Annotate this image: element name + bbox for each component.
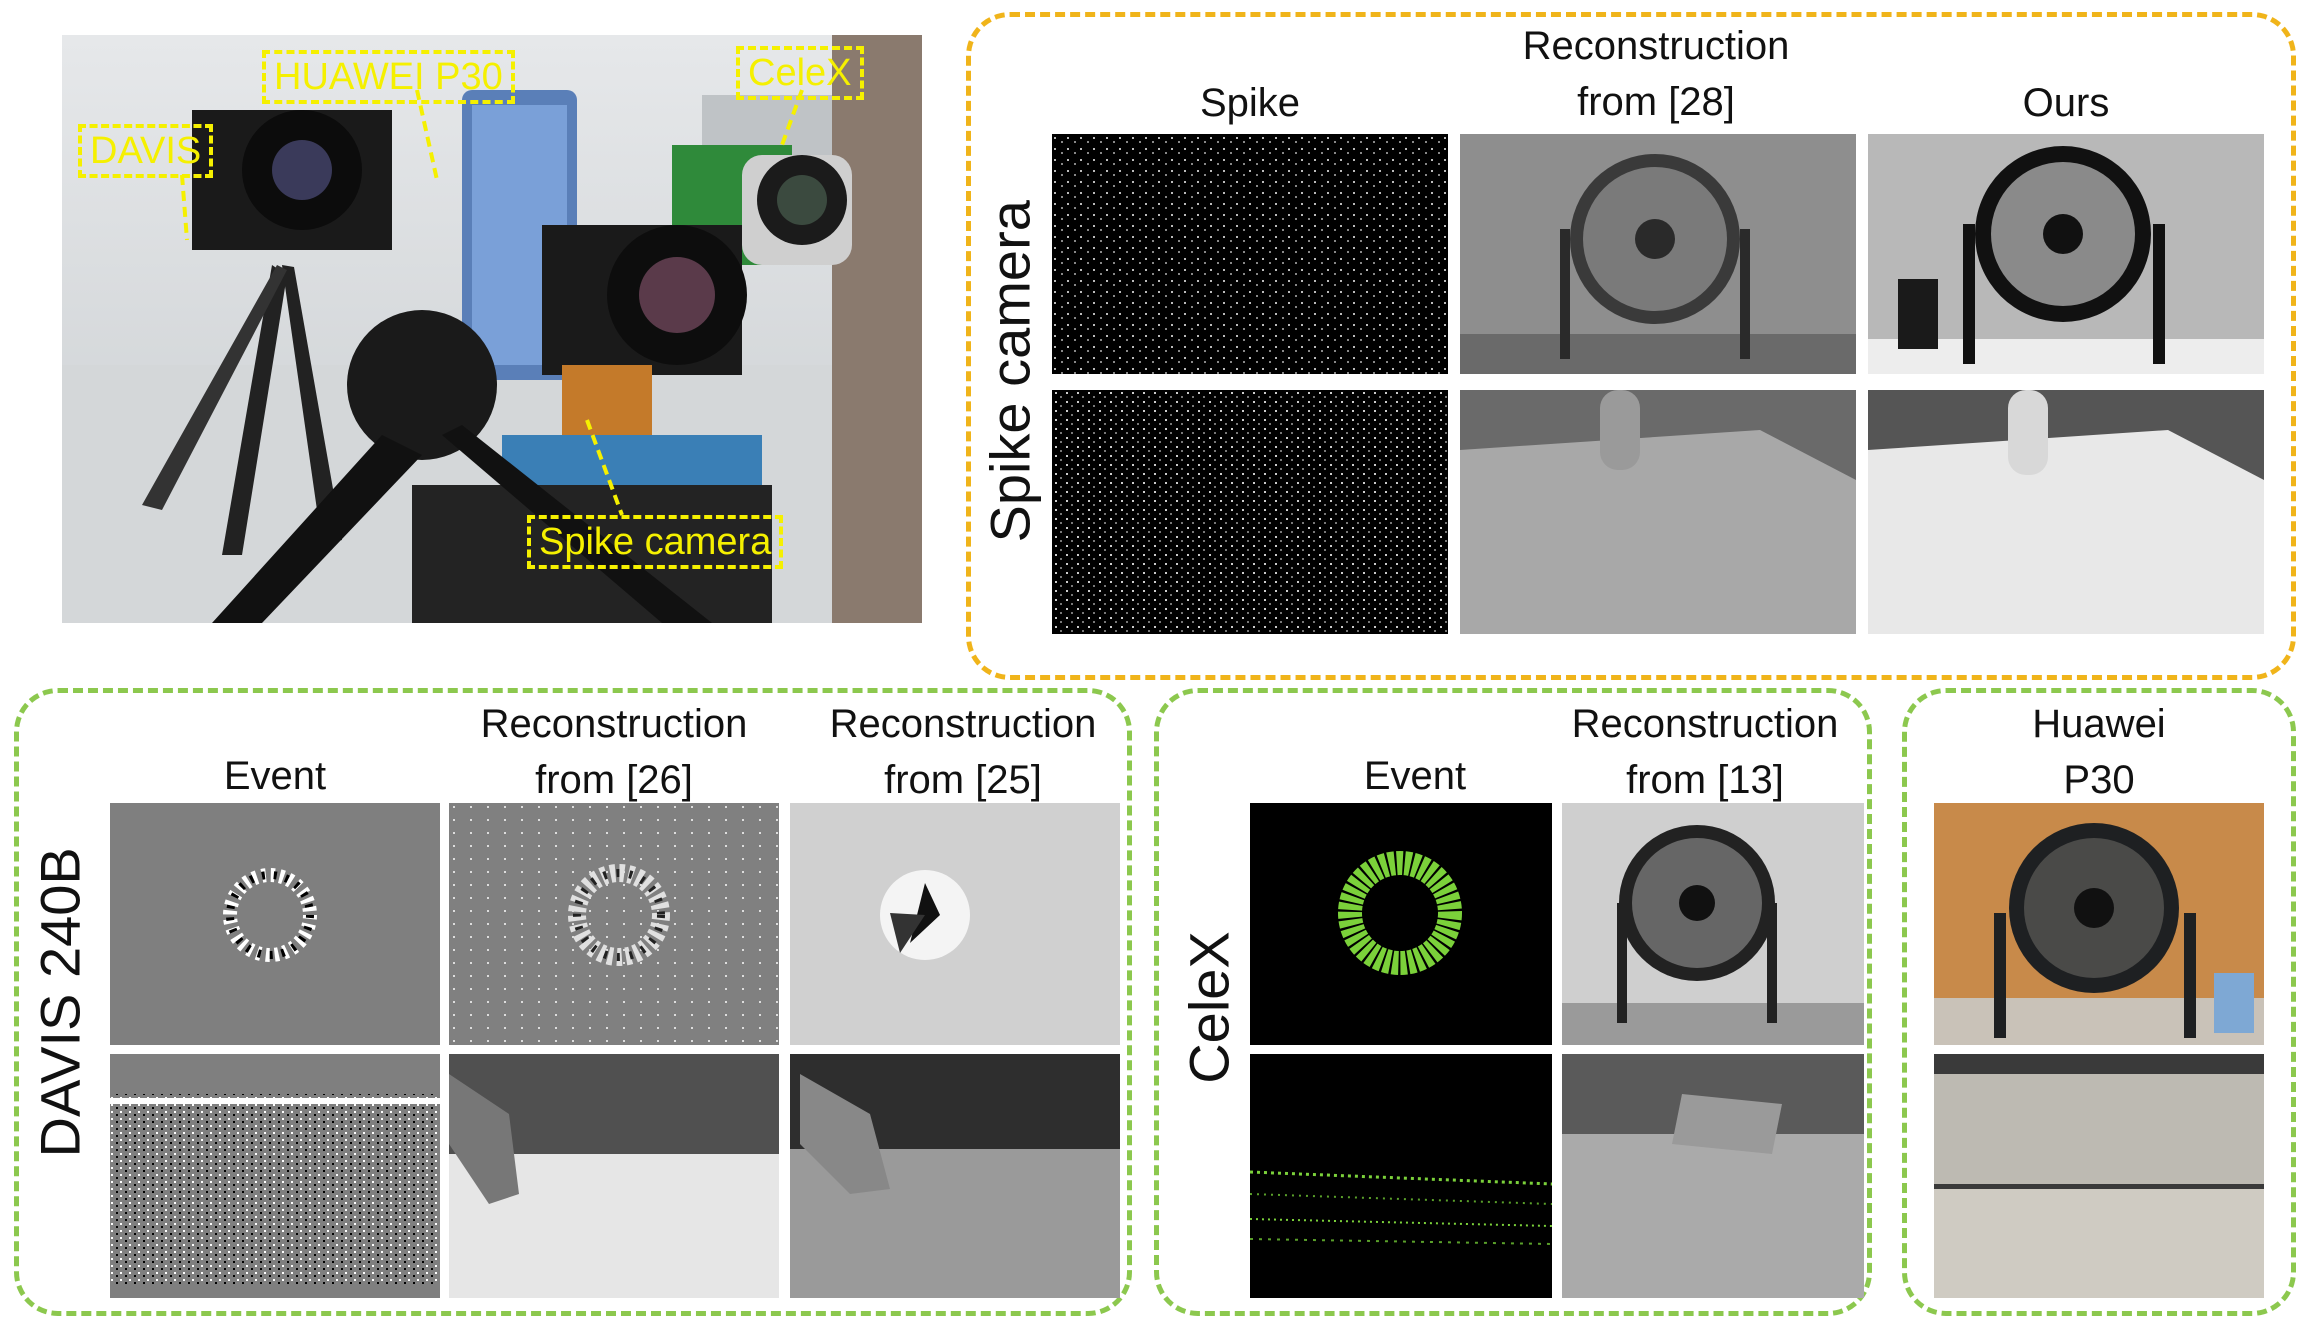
davis-col-title-recon26: Reconstruction from [26] [480,702,748,802]
celex-event-book [1250,1054,1552,1298]
celex-panel [1154,688,1872,1316]
davis-col-title-event: Event [223,754,327,798]
celex-event-fan [1250,803,1552,1045]
davis-event-fan [110,803,440,1045]
spike-raw-book [1052,390,1448,634]
davis-recon26-fan [449,803,779,1045]
davis-event-book [110,1054,440,1298]
spike-ours-book [1868,390,2264,634]
davis-label: DAVIS [78,124,214,178]
davis-side-label: DAVIS 240B [28,847,92,1158]
spike-col-title-spike: Spike [1199,81,1301,125]
huawei-col-title: Huawei P30 [2032,702,2166,802]
spike-ours-fan [1868,134,2264,374]
davis-recon25-book [790,1054,1120,1298]
camera-setup-photo [62,35,922,623]
celex-label: CeleX [736,46,864,100]
celex-recon13-book [1562,1054,1864,1298]
spike-recon28-book [1460,390,1856,634]
label-pointer-lines [180,89,804,516]
huawei-fan [1934,803,2264,1045]
celex-side-label: CeleX [1177,931,1241,1084]
spike-camera-panel [966,12,2296,680]
spike-col-title-recon28: Reconstruction from [28] [1522,24,1790,124]
celex-col-title-event: Event [1363,754,1467,798]
celex-col-title-recon13: Reconstruction from [13] [1571,702,1839,802]
spike-col-title-ours: Ours [2022,81,2110,125]
huawei-label: HUAWEI P30 [262,50,515,104]
spike-raw-fan [1052,134,1448,374]
spike-recon28-fan [1460,134,1856,374]
spike-camera-side-label: Spike camera [978,200,1042,543]
celex-recon13-fan [1562,803,1864,1045]
davis-recon25-fan [790,803,1120,1045]
huawei-panel [1902,688,2296,1316]
davis-panel [14,688,1132,1316]
davis-col-title-recon25: Reconstruction from [25] [829,702,1097,802]
davis-recon26-book [449,1054,779,1298]
spike-camera-label: Spike camera [527,515,784,569]
huawei-book [1934,1054,2264,1298]
